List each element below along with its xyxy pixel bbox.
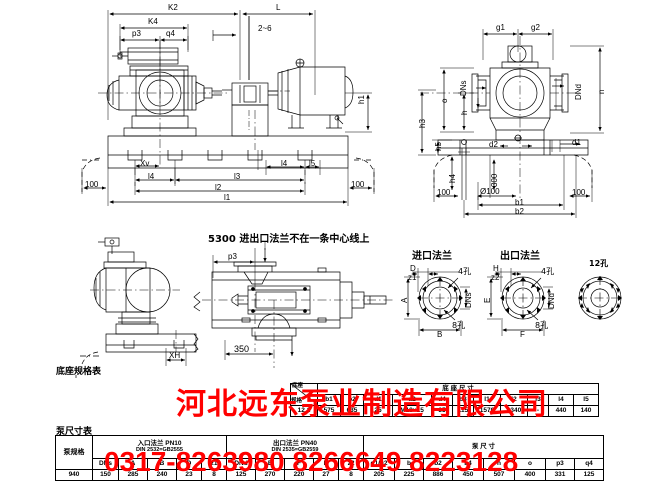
pump-group-outlet-line1: 出口法兰 PN40: [272, 439, 318, 447]
pump-value-o: 400: [514, 469, 546, 481]
dim-label-l4-left: l4: [148, 172, 155, 181]
pump-header-o: o: [514, 458, 546, 470]
dim-label-p3-plan: p3: [228, 252, 237, 261]
dim-label-DNs: DNs: [459, 80, 468, 96]
dim-label-dia100: Ø100: [480, 187, 500, 196]
table-row-header-group: 底座 规格 底 座 尺 寸: [290, 383, 599, 406]
table-row-values: 940 150 285 240 23 8 125 270 220 27 8 20…: [55, 469, 604, 481]
dim-label-q4: q4: [166, 29, 175, 38]
base-dimension-table: 底座 规格 底 座 尺 寸 b1 b2 d1 d2 d4 b3 l1 l2 l3…: [290, 383, 599, 417]
base-header-l4: l4: [548, 394, 574, 406]
inlet-dim-B: B: [437, 330, 443, 339]
dim-label-350: 350: [234, 344, 250, 354]
dim-label-100-endright: 100: [572, 188, 586, 197]
pump-value-p3: 331: [545, 469, 575, 481]
table-row-values: 12.1 575 635 25 M18×15 35 115 1570 1340 …: [290, 405, 599, 417]
base-header-l5: l5: [573, 394, 599, 406]
inlet-dim-D: D: [410, 264, 416, 273]
pump-value-b: 225: [394, 469, 424, 481]
dim-label-n: n: [597, 89, 606, 94]
pump-group-inlet-line1: 入口法兰 PN10: [137, 439, 182, 447]
outlet-flange-title: 出口法兰: [500, 251, 540, 262]
dim-label-d1: d1: [572, 138, 581, 147]
pump-table-corner-cell: 泵规格: [55, 435, 93, 470]
dim-label-l5: l5: [309, 159, 316, 168]
corner-diagonal: [291, 384, 317, 404]
dim-label-Xv: Xv: [140, 159, 150, 168]
outlet-dim-z2: z2: [491, 273, 500, 282]
pump-dimension-table: 泵规格 入口法兰 PN10 DIN 2532=GB2555 出口法兰 PN40 …: [55, 435, 604, 481]
plan-view-note: 5300 进出口法兰不在一条中心线上: [208, 234, 370, 245]
dim-label-300: 300: [490, 173, 499, 187]
dim-label-g2: g2: [531, 23, 540, 32]
pump-value-A: 285: [118, 469, 148, 481]
dim-label-h: h: [460, 110, 469, 115]
base-value-l5: 140: [573, 405, 599, 417]
dim-label-l2: l2: [215, 183, 222, 192]
dim-label-h1: h1: [357, 95, 366, 104]
dim-label-100-endleft: 100: [437, 188, 451, 197]
inlet-dim-z1: z1: [408, 273, 417, 282]
dim-label-h3: h3: [418, 119, 427, 128]
dim-label-L: L: [276, 3, 281, 12]
pump-value-DNs: 150: [92, 469, 119, 481]
outlet-dim-E: E: [483, 297, 492, 303]
dim-label-l3: l3: [234, 172, 241, 181]
dim-label-K4: K4: [148, 17, 158, 26]
outlet-dim-DNd: DNd: [547, 292, 556, 309]
pump-header-q4: q4: [574, 458, 604, 470]
dim-label-100-right: 100: [351, 180, 365, 189]
base-value-l3: -: [527, 405, 549, 417]
pump-row-label: 940: [55, 469, 93, 481]
dim-label-h4: h4: [448, 174, 457, 183]
phone-watermark: 0317-8263980 8266649 8223128: [104, 446, 519, 477]
inlet-holes-8: 8孔: [452, 321, 466, 330]
outlet-dim-F: F: [520, 330, 525, 339]
base-corner-bottom: 规格: [291, 398, 303, 405]
third-flange-holes-label: 12孔: [589, 259, 609, 268]
inlet-dim-DNs: DNs: [464, 292, 473, 308]
dim-label-DNd: DNd: [574, 83, 583, 100]
dim-label-h5: h5: [434, 142, 443, 151]
base-corner-top: 底座: [292, 383, 304, 389]
company-watermark: 河北远东泵业制造有限公司: [176, 387, 548, 422]
dim-label-XH: XH: [169, 351, 181, 360]
pump-table-caption: 泵尺寸表: [56, 427, 93, 437]
base-table-corner-cell: 底座 规格: [290, 383, 318, 406]
outlet-holes-8: 8孔: [535, 321, 549, 330]
inlet-holes-4: 4孔: [458, 267, 472, 276]
pump-group-inlet-line2: DIN 2532=GB2555: [136, 446, 183, 453]
pump-value-D: 23: [176, 469, 202, 481]
dim-label-100-left: 100: [85, 180, 99, 189]
dim-label-l4-right: l4: [281, 159, 288, 168]
base-value-b2: 635: [340, 405, 364, 417]
dim-label-2-6: 2~6: [258, 24, 272, 33]
pump-value-q4: 125: [574, 469, 604, 481]
pump-group-outlet-line2: DIN 2535=GB2559: [271, 446, 319, 453]
dim-label-l1: l1: [224, 193, 231, 202]
outlet-dim-H: H: [493, 264, 499, 273]
base-value-l4: 440: [548, 405, 574, 417]
dim-label-p3: p3: [132, 29, 141, 38]
pump-value-z2: 8: [338, 469, 364, 481]
inlet-flange-title: 进口法兰: [412, 251, 452, 262]
dim-label-d2: d2: [489, 140, 498, 149]
base-row-label: 12.1: [290, 405, 318, 417]
dim-label-b2: b2: [515, 207, 524, 216]
dim-label-g1: g1: [496, 23, 505, 32]
dim-label-b1: b1: [515, 198, 524, 207]
base-value-l1: 1570: [473, 405, 501, 417]
inlet-dim-A: A: [400, 297, 409, 303]
dim-label-o: o: [440, 98, 449, 103]
base-table-caption: 底座规格表: [56, 367, 102, 377]
pump-group-pump: 泵 尺 寸: [363, 435, 604, 459]
pump-header-p3: p3: [545, 458, 575, 470]
outlet-holes-4: 4孔: [541, 267, 555, 276]
dim-label-K2: K2: [168, 3, 178, 12]
